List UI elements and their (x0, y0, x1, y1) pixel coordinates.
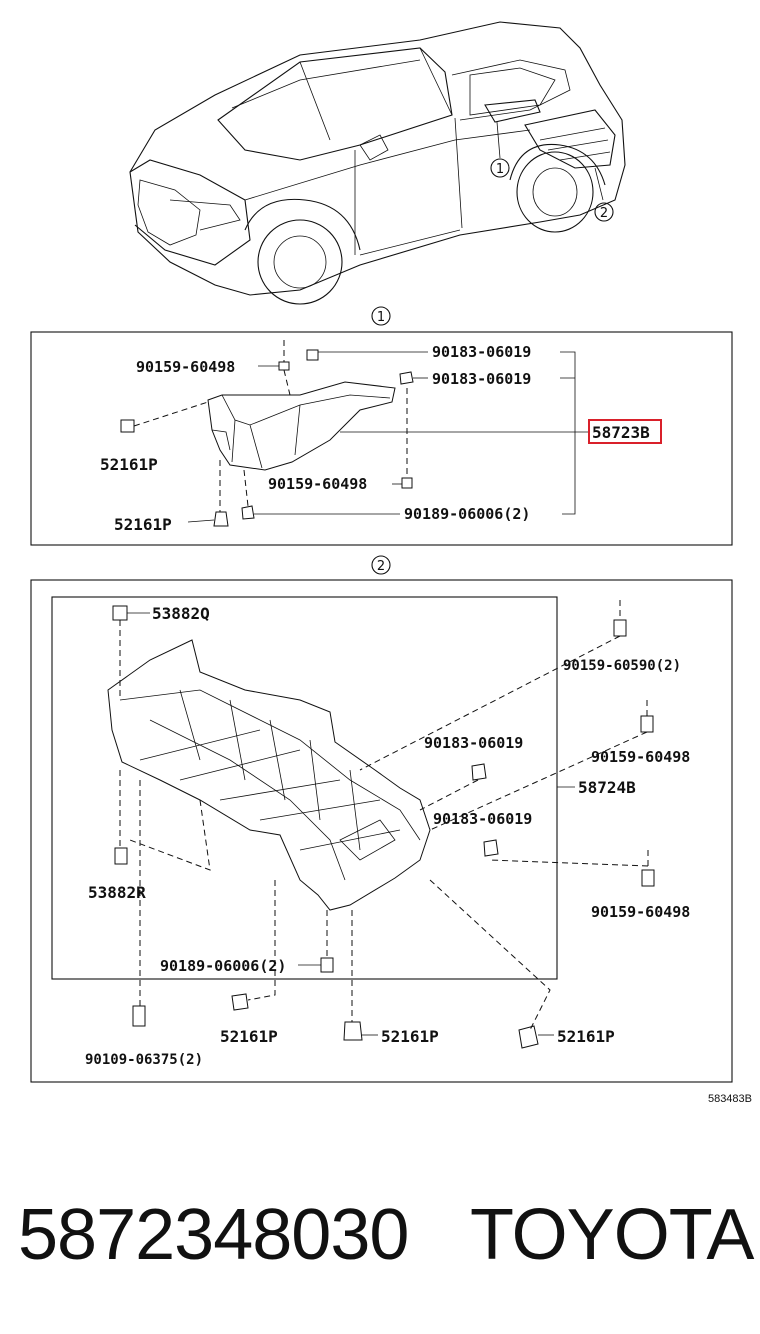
fastener-icons-s2 (112, 605, 655, 1049)
label-52161p-bottom: 52161P (114, 515, 172, 534)
parts-diagram: 1 2 1 (30, 21, 752, 1105)
label-90183-06019-r2: 90183-06019 (433, 810, 532, 828)
highlight-box (588, 419, 662, 444)
label-90159-60498-mid: 90159-60498 (268, 475, 367, 493)
section-2: 2 (30, 555, 733, 1083)
label-90183-06019-a: 90183-06019 (432, 343, 531, 361)
section-1-callout: 1 (377, 310, 385, 325)
label-52161p-c: 52161P (557, 1027, 615, 1046)
callout-1-car: 1 (496, 162, 504, 177)
part-58723b-drawing (207, 381, 396, 471)
section-2-inner-frame (51, 596, 558, 980)
label-52161p-b: 52161P (381, 1027, 439, 1046)
label-90159-60498-r2: 90159-60498 (591, 748, 690, 766)
label-58723b: 58723B (592, 423, 650, 442)
label-52161p-left: 52161P (100, 455, 158, 474)
label-90189-06006-s1: 90189-06006(2) (404, 505, 530, 523)
label-90183-06019-r1: 90183-06019 (424, 734, 523, 752)
vehicle-illustration: 1 2 (129, 21, 626, 305)
section-2-callout: 2 (377, 559, 385, 574)
brand-caption: TOYOTA (470, 1195, 754, 1275)
part-number-caption: 5872348030 (18, 1195, 409, 1275)
label-90109-06375: 90109-06375(2) (85, 1052, 203, 1068)
label-53882q: 53882Q (152, 604, 210, 623)
label-90159-60590: 90159-60590(2) (563, 658, 681, 674)
label-52161p-a: 52161P (220, 1027, 278, 1046)
label-58724b: 58724B (578, 778, 636, 797)
label-90159-60498-top: 90159-60498 (136, 358, 235, 376)
caption-row: 5872348030 TOYOTA (0, 1180, 760, 1290)
label-90159-60498-r3: 90159-60498 (591, 903, 690, 921)
section-1: 1 90159-6 (30, 306, 733, 546)
label-90183-06019-b: 90183-06019 (432, 370, 531, 388)
section-1-frame (30, 331, 733, 546)
figure-number: 583483B (708, 1093, 752, 1105)
part-58724b-drawing (107, 639, 431, 911)
label-53882r: 53882R (88, 883, 146, 902)
section-2-frame (30, 579, 733, 1083)
callout-2-car: 2 (600, 206, 608, 221)
fastener-icons-s1 (120, 349, 414, 527)
label-90189-06006-s2: 90189-06006(2) (160, 957, 286, 975)
